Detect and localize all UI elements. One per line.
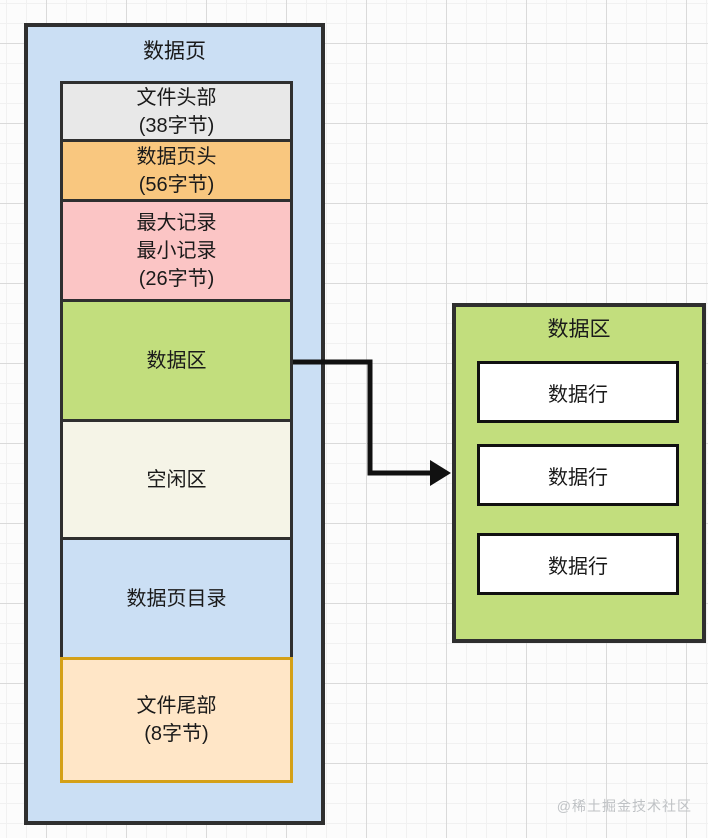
section-file-trailer-label: 文件尾部 (8字节) — [136, 695, 217, 745]
section-file-header-label: 文件头部 (38字节) — [136, 86, 217, 137]
section-page-header: 数据页头 (56字节) — [60, 139, 293, 202]
section-file-trailer: 文件尾部 (8字节) — [60, 657, 293, 783]
section-free-area-label: 空闲区 — [146, 468, 207, 491]
data-row: 数据行 — [477, 361, 679, 423]
data-area-panel-title: 数据区 — [547, 318, 611, 341]
data-area-panel: 数据区 数据行数据行数据行 — [452, 303, 706, 643]
data-row: 数据行 — [477, 444, 679, 506]
watermark: @稀土掘金技术社区 — [556, 798, 692, 814]
data-row: 数据行 — [477, 533, 679, 595]
section-min-max-records-label: 最大记录 最小记录 (26字节) — [136, 211, 217, 290]
section-page-directory-label: 数据页目录 — [126, 587, 227, 610]
data-page-container: 数据页 文件头部 (38字节) 数据页头 (56字节) 最大记录 最小记录 (2… — [24, 23, 325, 825]
data-page-title: 数据页 — [143, 40, 206, 63]
section-min-max-records: 最大记录 最小记录 (26字节) — [60, 199, 293, 302]
section-file-header: 文件头部 (38字节) — [60, 81, 293, 142]
section-page-directory: 数据页目录 — [60, 537, 293, 660]
section-page-header-label: 数据页头 (56字节) — [136, 145, 217, 196]
section-data-area: 数据区 — [60, 299, 293, 422]
section-data-area-label: 数据区 — [146, 349, 207, 372]
section-free-area: 空闲区 — [60, 419, 293, 540]
